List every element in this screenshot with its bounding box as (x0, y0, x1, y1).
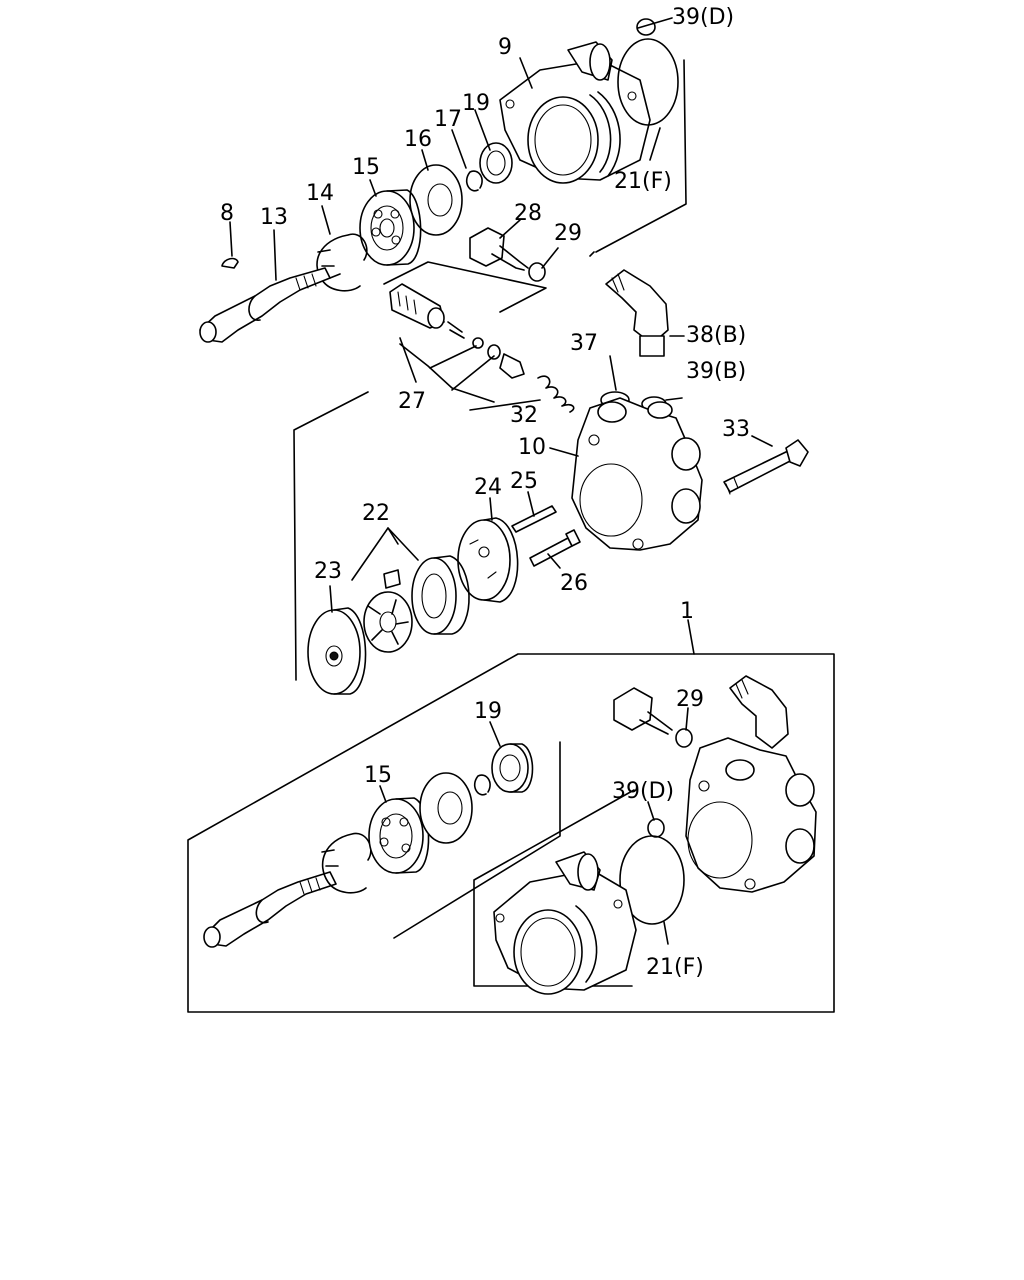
cam-ring-22 (383, 555, 470, 635)
label-9: 9 (498, 35, 512, 60)
vane-rotor-icon (363, 591, 413, 653)
key-8 (221, 257, 239, 269)
leader-lines-kit (379, 707, 689, 945)
label-39b: 39(B) (686, 359, 746, 384)
label-25: 25 (510, 469, 538, 494)
o-ring-29-top (528, 262, 546, 282)
spring-32 (537, 375, 575, 413)
label-15-kit: 15 (364, 763, 392, 788)
label-24: 24 (474, 475, 502, 500)
kit-box-1 (187, 653, 835, 1013)
front-housing-icon (499, 41, 651, 184)
label-27: 27 (398, 389, 426, 414)
label-16: 16 (404, 127, 432, 152)
label-37: 37 (570, 331, 598, 356)
kit-retaining-ring (321, 832, 372, 894)
bolt-33 (723, 439, 809, 495)
kit-pump-body (685, 737, 817, 893)
drive-shaft-13 (199, 267, 331, 343)
screw-26 (529, 529, 581, 567)
label-8: 8 (220, 201, 234, 226)
label-1: 1 (680, 599, 694, 624)
ball-bearing-15-top (359, 189, 422, 266)
label-22: 22 (362, 501, 390, 526)
cam-plate-24 (457, 517, 519, 603)
label-33: 33 (722, 417, 750, 442)
label-39d-top: 39(D) (672, 5, 734, 30)
label-17: 17 (434, 107, 462, 132)
label-32: 32 (510, 403, 538, 428)
kit-o-ring-39d (647, 818, 665, 838)
label-26: 26 (560, 571, 588, 596)
leader-lines-top (229, 17, 773, 681)
relief-valve-27 (389, 283, 525, 379)
label-14: 14 (306, 181, 334, 206)
label-21f-top: 21(F) (614, 169, 672, 194)
pin-25 (511, 505, 557, 533)
washer-16 (409, 164, 463, 236)
label-21f-kit: 21(F) (646, 955, 704, 980)
snap-ring-17 (465, 170, 483, 192)
label-38b: 38(B) (686, 323, 746, 348)
plug-28 (469, 227, 529, 271)
label-13: 13 (260, 205, 288, 230)
label-19-kit: 19 (474, 699, 502, 724)
label-29-top: 29 (554, 221, 582, 246)
kit-drive-shaft (203, 871, 337, 948)
kit-o-ring-21f (619, 835, 685, 925)
label-10: 10 (518, 435, 546, 460)
label-15-top: 15 (352, 155, 380, 180)
kit-front-housing (493, 851, 637, 995)
label-19-top: 19 (462, 91, 490, 116)
kit-washer (419, 772, 473, 844)
kit-snap-ring (473, 774, 491, 796)
o-ring-21f-top (617, 38, 679, 126)
label-29-kit: 29 (676, 687, 704, 712)
retaining-ring-14 (316, 233, 368, 292)
kit-ball-bearing-15 (368, 797, 430, 874)
o-ring-39d-top (636, 18, 656, 36)
label-28: 28 (514, 201, 542, 226)
oil-seal-19-top (479, 142, 513, 184)
hose-elbow-38b (605, 269, 669, 357)
rear-plate-23 (307, 607, 367, 695)
kit-bracket-shaft (393, 741, 561, 939)
kit-o-ring-29 (675, 728, 693, 748)
kit-oil-seal-19 (491, 743, 534, 793)
label-23: 23 (314, 559, 342, 584)
pump-body-10 (571, 397, 703, 551)
kit-plug (613, 687, 673, 735)
kit-hose-elbow (729, 675, 789, 749)
label-39d-kit: 39(D) (612, 779, 674, 804)
